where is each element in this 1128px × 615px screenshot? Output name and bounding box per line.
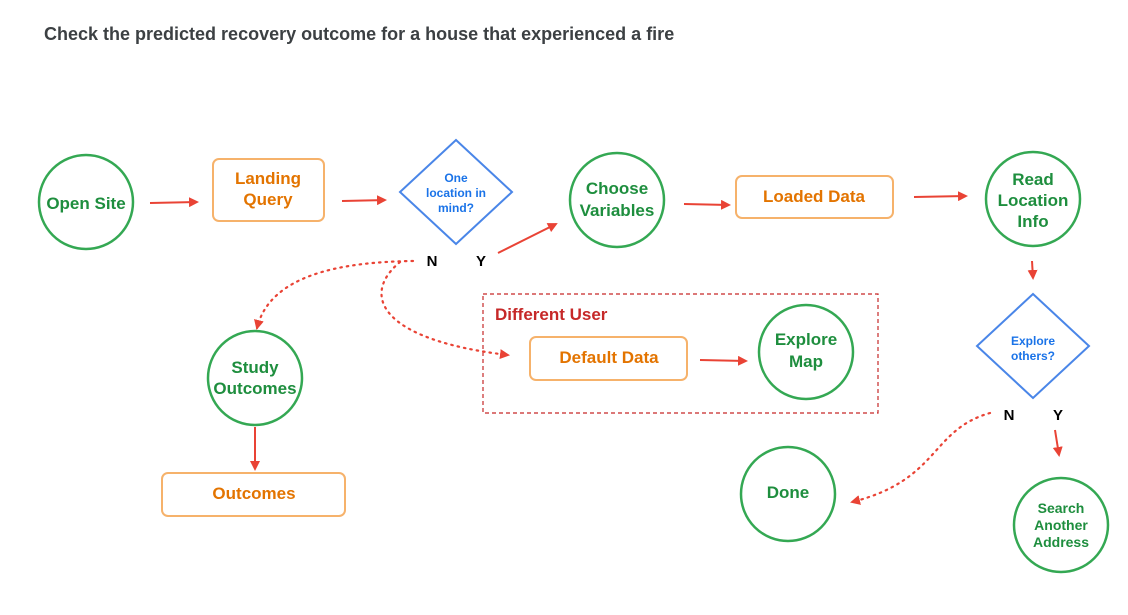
- choose-variables-line2: Variables: [580, 201, 655, 220]
- dotted-arrow-no-to-default: [380, 260, 510, 360]
- branch-label-no: N: [427, 253, 438, 270]
- landing-query-line1: Landing: [235, 169, 301, 188]
- search-another-line1: Search: [1038, 500, 1085, 516]
- choose-variables-line1: Choose: [586, 179, 648, 198]
- arrow-yes-to-choose: [497, 223, 558, 254]
- default-data-label: Default Data: [559, 348, 659, 367]
- branch-label-yes-2: Y: [1053, 407, 1063, 424]
- landing-query-line2: Query: [243, 190, 293, 209]
- arrow-open-to-landing: [149, 197, 199, 208]
- one-location-line2: location in: [426, 186, 486, 200]
- branch-label-yes: Y: [476, 253, 486, 270]
- one-location-line3: mind?: [438, 201, 474, 215]
- search-another-line2: Another: [1034, 517, 1088, 533]
- arrow-read-to-explore-others: [1027, 260, 1038, 280]
- dotted-arrow-no-to-study: [254, 259, 415, 330]
- arrow-yes-to-search: [1052, 429, 1063, 457]
- explore-others-line1: Explore: [1011, 334, 1055, 348]
- node-open-site: Open Site: [37, 153, 135, 251]
- node-default-data: Default Data: [529, 336, 688, 381]
- read-location-line3: Info: [1017, 212, 1048, 231]
- read-location-line1: Read: [1012, 170, 1054, 189]
- outcomes-label: Outcomes: [212, 484, 295, 503]
- dotted-arrow-no-to-done: [850, 411, 992, 505]
- node-outcomes: Outcomes: [161, 472, 346, 517]
- node-loaded-data: Loaded Data: [735, 175, 894, 219]
- arrow-loaded-to-read: [913, 191, 968, 202]
- one-location-line1: One: [444, 171, 468, 185]
- arrow-landing-to-decision: [341, 195, 387, 206]
- open-site-label: Open Site: [46, 194, 125, 213]
- node-explore-map: Explore Map: [757, 303, 855, 401]
- explore-map-line1: Explore: [775, 330, 837, 349]
- different-user-label: Different User: [495, 305, 608, 324]
- read-location-line2: Location: [998, 191, 1069, 210]
- node-explore-others-decision: Explore others?: [975, 292, 1091, 400]
- node-landing-query: Landing Query: [212, 158, 325, 222]
- explore-map-line2: Map: [789, 352, 823, 371]
- branch-label-no-2: N: [1004, 407, 1015, 424]
- diagram-title: Check the predicted recovery outcome for…: [44, 24, 675, 44]
- node-search-another-address: Search Another Address: [1012, 476, 1110, 574]
- study-outcomes-line1: Study: [231, 358, 279, 377]
- arrow-choose-to-loaded: [683, 199, 731, 210]
- node-choose-variables: Choose Variables: [568, 151, 666, 249]
- arrow-default-to-explore-map: [699, 355, 748, 366]
- done-label: Done: [767, 483, 810, 502]
- loaded-data-label: Loaded Data: [763, 187, 866, 206]
- node-study-outcomes: Study Outcomes: [206, 329, 304, 427]
- node-read-location-info: Read Location Info: [984, 150, 1082, 248]
- node-one-location-decision: One location in mind?: [398, 138, 514, 246]
- explore-others-line2: others?: [1011, 349, 1055, 363]
- node-done: Done: [739, 445, 837, 543]
- search-another-line3: Address: [1033, 534, 1089, 550]
- study-outcomes-line2: Outcomes: [213, 379, 296, 398]
- different-user-group: [482, 293, 879, 414]
